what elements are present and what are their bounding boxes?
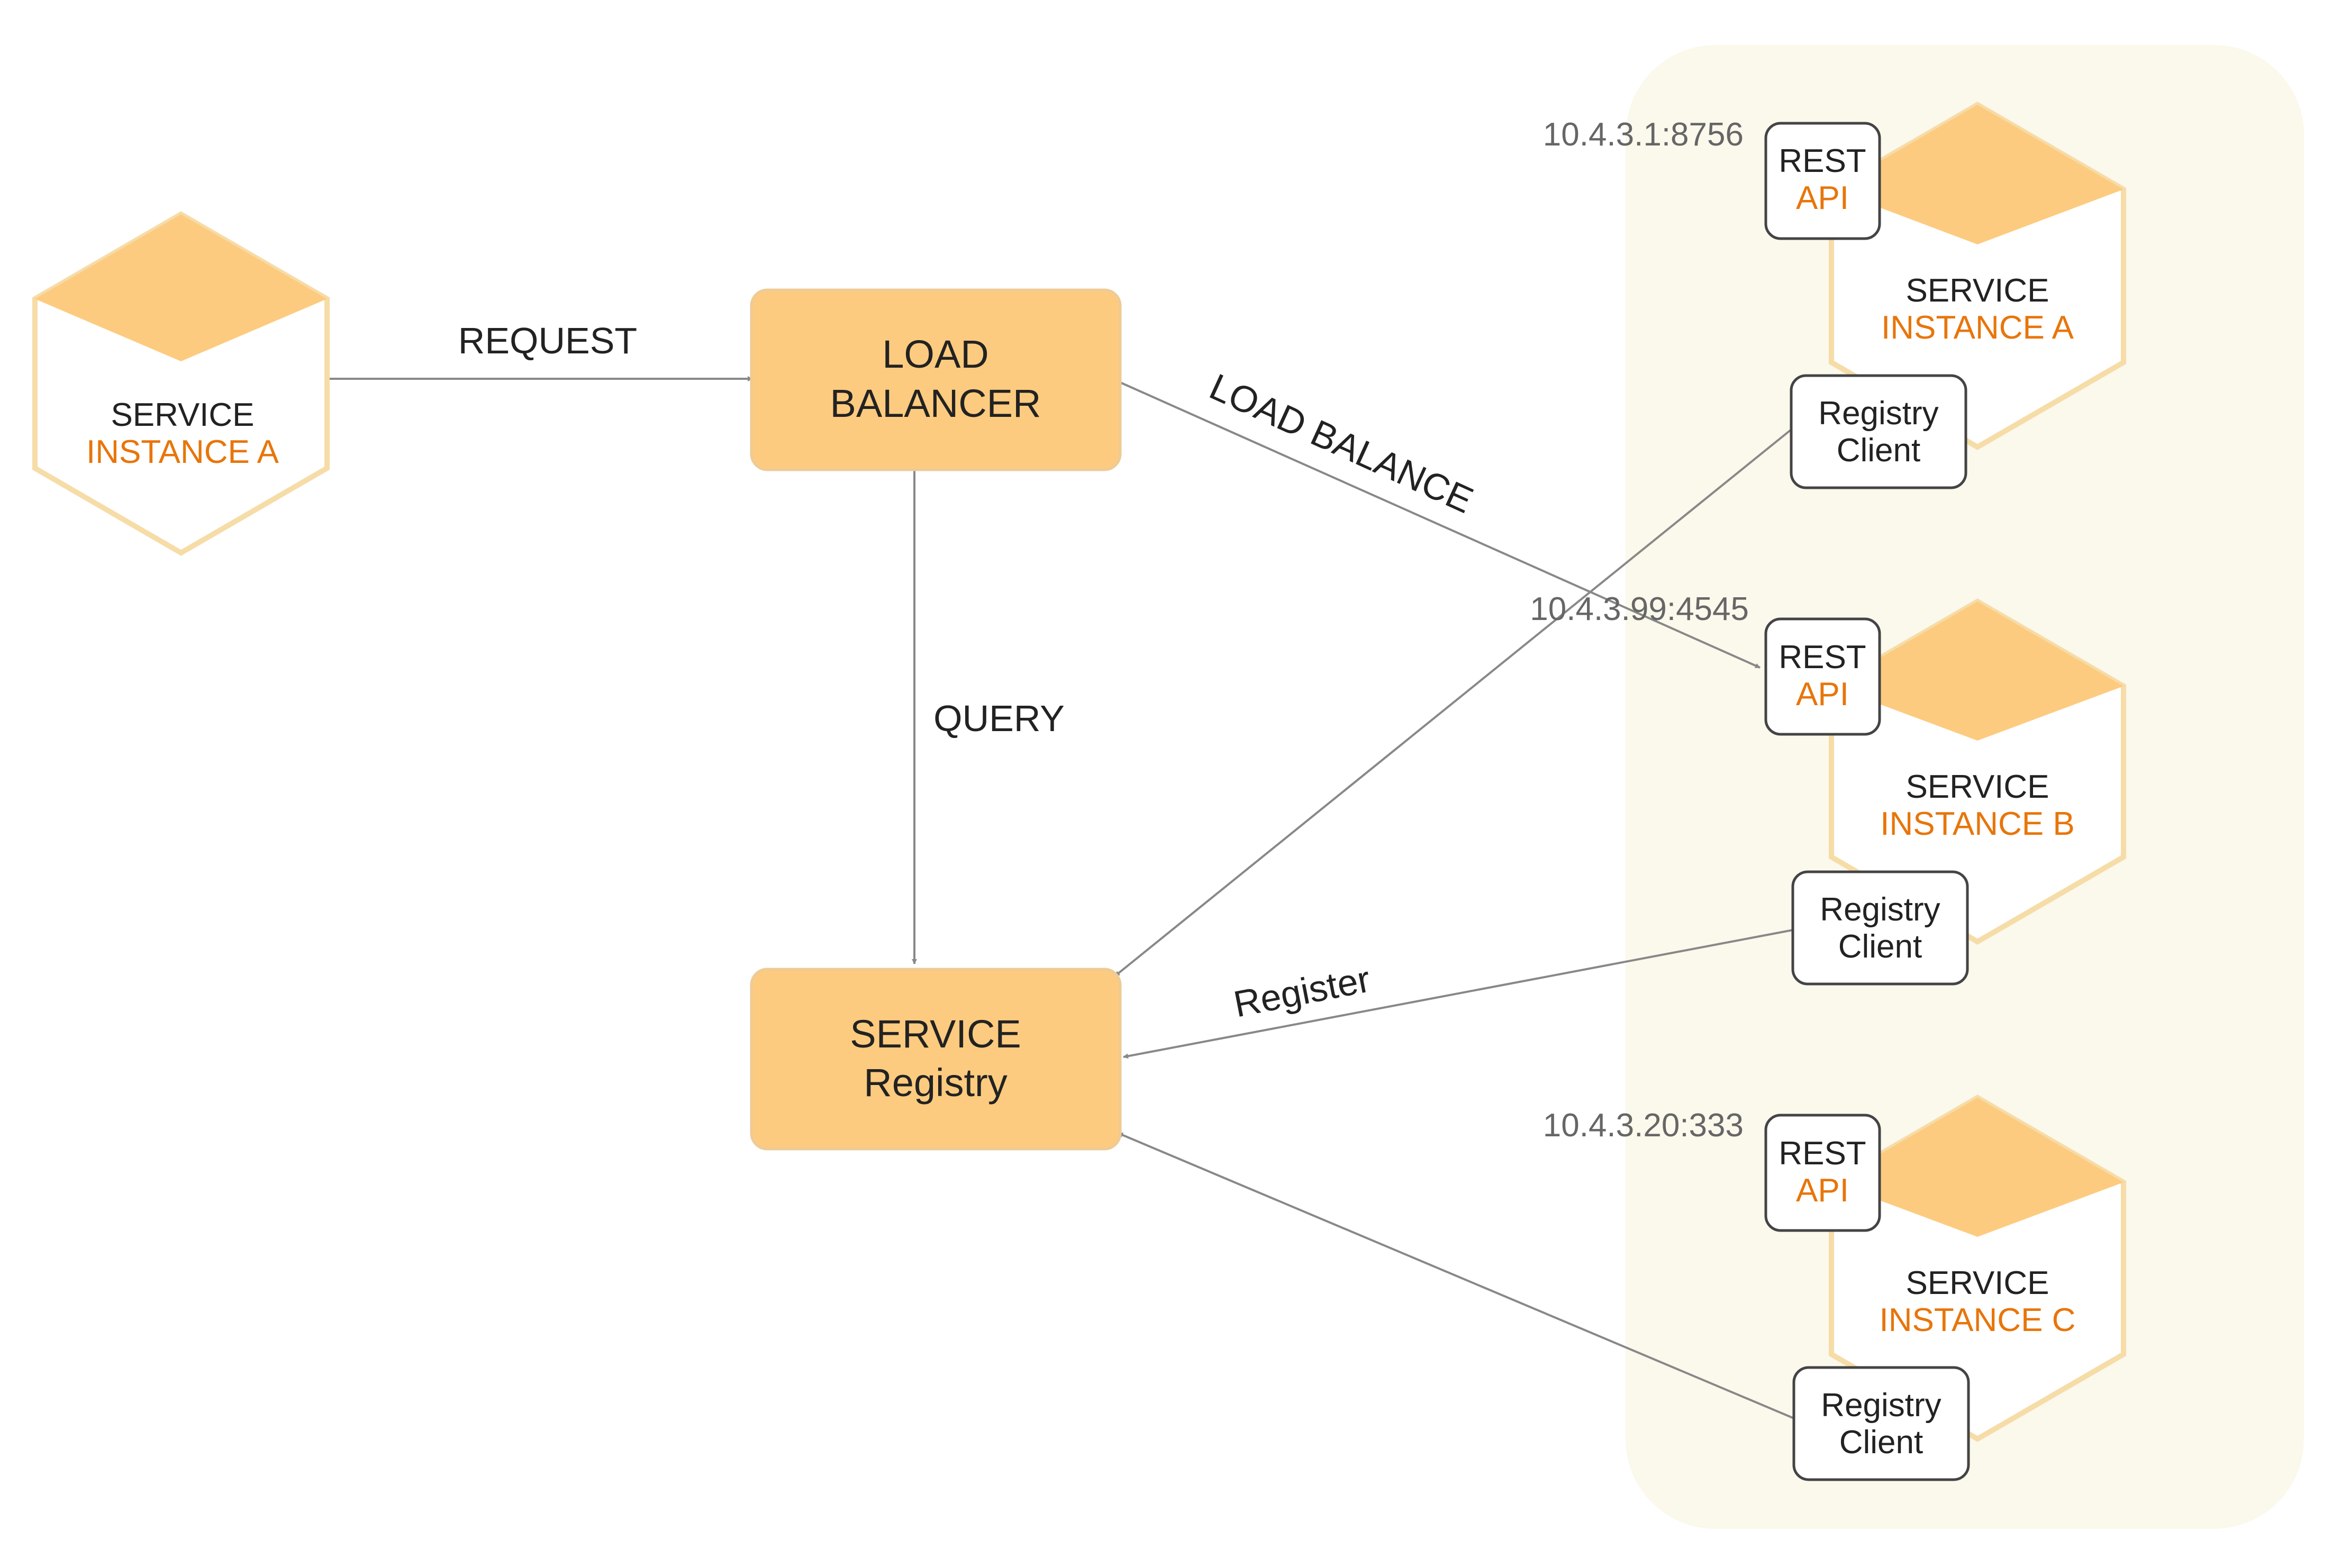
instance-a-rest-api[interactable]: REST API [1764,122,1881,240]
load-balancer-rect [750,288,1122,471]
load-balancer-label-2: BALANCER [830,381,1041,425]
service-registry-label-1: SERVICE [850,1012,1021,1056]
load-balance-arrow [1119,381,1761,669]
register-arrow-c [1118,1132,1794,1419]
rest-api-box [1764,122,1881,240]
client-service-label: SERVICE [111,397,254,433]
register-arrow-b [1123,929,1793,1059]
instance-b-registry-client[interactable]: Registry Client [1791,870,1969,986]
instance-b-instance-label: INSTANCE B [1880,806,2074,842]
registry-client-label-1: Registry [1818,395,1938,432]
client-service-instance-label: INSTANCE A [86,434,279,470]
rest-api-label: REST [1779,1135,1866,1172]
query-label: QUERY [933,698,1065,739]
instance-a-ip: 10.4.3.1:8756 [1543,116,1744,153]
rest-api-box [1764,1114,1881,1232]
registry-client-label-2: Client [1839,1424,1923,1461]
service-registry-box[interactable]: SERVICE Registry [750,968,1122,1151]
registry-client-label-2: Client [1837,432,1921,469]
load-balance-label: LOAD BALANCE [1204,366,1480,521]
hexagon-top-face [1831,601,2124,741]
instance-c-ip: 10.4.3.20:333 [1543,1107,1744,1144]
rest-api-label: REST [1779,639,1866,676]
instance-a-registry-client[interactable]: Registry Client [1790,374,1967,489]
instance-c-service-label: SERVICE [1906,1265,2049,1301]
registry-client-label-1: Registry [1821,1387,1941,1424]
api-label: API [1796,1172,1849,1209]
registry-client-label-1: Registry [1820,891,1940,928]
instance-a-group: 10.4.3.1:8756 SERVICE INSTANCE A REST AP… [1543,102,2126,489]
service-registry-rect [750,968,1122,1151]
instance-a-service-label: SERVICE [1906,272,2049,309]
registry-client-box [1792,1366,1970,1481]
registry-client-box [1790,374,1967,489]
instance-b-group: 10.4.3.99:4545 SERVICE INSTANCE B REST A… [1530,591,2126,986]
client-service-hexagon[interactable]: SERVICE INSTANCE A [32,211,330,556]
load-balancer-label-1: LOAD [882,332,989,376]
rest-api-box [1764,617,1881,736]
registry-client-box [1791,870,1969,986]
connections [328,376,1794,1419]
hexagon-top-face [35,214,327,361]
load-balancer-box[interactable]: LOAD BALANCER [750,288,1122,471]
instance-b-hexagon[interactable]: SERVICE INSTANCE B [1829,598,2126,945]
rest-api-label: REST [1779,143,1866,179]
instance-c-instance-label: INSTANCE C [1880,1302,2076,1338]
hexagon-top-face [1831,105,2124,244]
hexagon-top-face [1831,1098,2124,1237]
instance-a-instance-label: INSTANCE A [1881,309,2074,346]
instance-c-rest-api[interactable]: REST API [1764,1114,1881,1232]
register-label: Register [1230,958,1374,1025]
registry-client-label-2: Client [1838,928,1922,965]
api-label: API [1796,676,1849,713]
instance-b-rest-api[interactable]: REST API [1764,617,1881,736]
instance-c-group: 10.4.3.20:333 SERVICE INSTANCE C REST AP… [1543,1095,2126,1481]
instance-b-service-label: SERVICE [1906,769,2049,805]
instance-a-hexagon[interactable]: SERVICE INSTANCE A [1829,102,2126,450]
api-label: API [1796,180,1849,216]
service-registry-label-2: Registry [864,1061,1007,1105]
instance-c-hexagon[interactable]: SERVICE INSTANCE C [1829,1095,2126,1442]
register-arrow-a [1114,429,1792,977]
instance-c-registry-client[interactable]: Registry Client [1792,1366,1970,1481]
instance-b-ip: 10.4.3.99:4545 [1530,591,1749,627]
request-label: REQUEST [458,320,637,361]
